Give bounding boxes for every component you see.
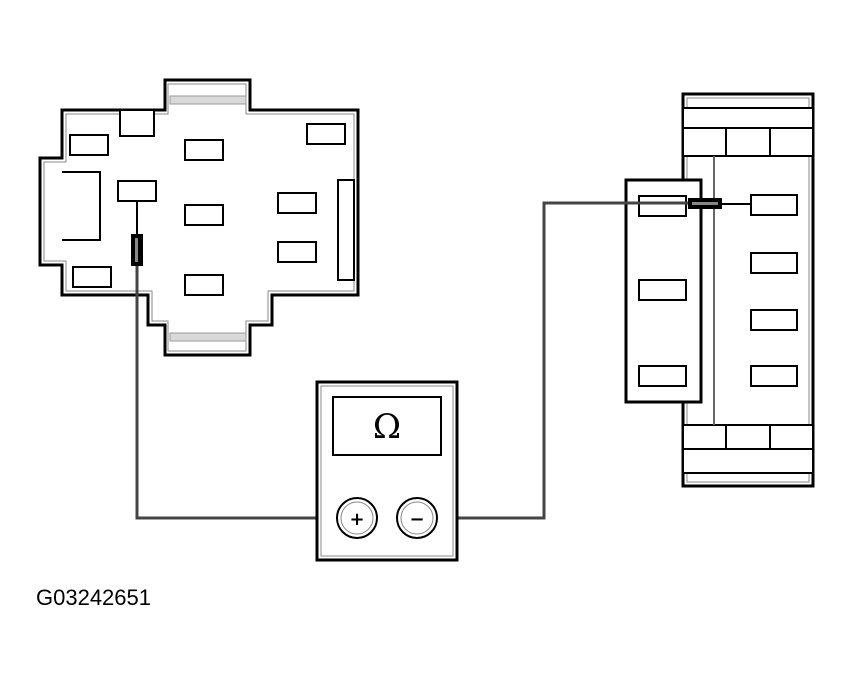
terminal-cavity (750, 365, 798, 387)
left-connector-top-tab (169, 95, 247, 105)
terminal-cavity (277, 241, 317, 263)
terminal-cavity (638, 195, 687, 217)
terminal-cavity (750, 309, 798, 331)
positive-jack (336, 497, 378, 539)
terminal-cavity-probed (750, 194, 798, 216)
positive-jack-label: + (349, 509, 364, 530)
negative-jack-label: − (409, 509, 424, 530)
left-connector-notch (119, 109, 155, 137)
terminal-cavity (638, 365, 687, 387)
right-connector-body (681, 92, 815, 488)
terminal-cavity (72, 266, 112, 288)
right-connector (624, 92, 815, 488)
terminal-cavity (69, 134, 109, 156)
probe-tips (131, 198, 751, 266)
terminal-cavity (184, 204, 224, 226)
left-connector-flange (62, 171, 101, 241)
positive-lead-wire (135, 264, 337, 520)
terminal-cavity (184, 274, 224, 296)
ohmmeter-display (332, 396, 442, 456)
ohm-symbol: Ω (373, 407, 401, 447)
terminal-cavity (184, 139, 224, 161)
negative-lead-wire (435, 201, 688, 520)
left-connector-latch (337, 179, 355, 281)
terminal-cavity (638, 279, 687, 301)
left-connector (38, 78, 360, 357)
test-leads (135, 201, 688, 520)
figure-id: G03242651 (36, 585, 151, 610)
terminal-cavity (750, 252, 798, 274)
ohmmeter: Ω + − (315, 380, 459, 562)
left-connector-bottom-tab (169, 332, 247, 342)
terminal-cavity (306, 123, 346, 145)
terminal-cavity (277, 192, 317, 214)
terminal-cavity-probed (117, 180, 157, 202)
negative-jack (396, 497, 438, 539)
